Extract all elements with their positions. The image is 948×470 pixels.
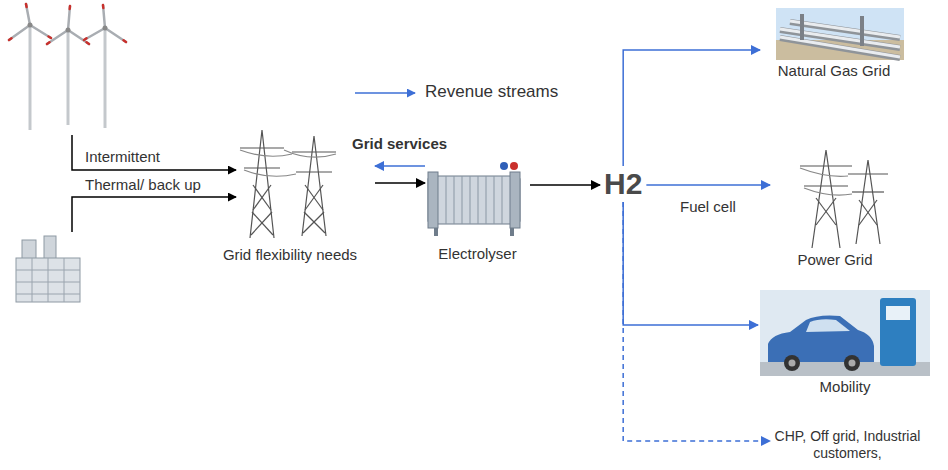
- mobility-node: Mobility: [758, 286, 932, 396]
- gas-pipeline-photo: [776, 8, 904, 60]
- customers-node: CHP, Off grid, Industrial customers,: [770, 428, 925, 462]
- thermal-plant: [16, 236, 80, 302]
- electrolyser-node: Electrolyser: [425, 150, 530, 263]
- edge-label: Fuel cell: [677, 198, 739, 216]
- pylon-icon: [240, 130, 336, 238]
- legend-arrow: [355, 92, 415, 94]
- connector: [623, 202, 758, 325]
- node-caption: Power Grid: [770, 251, 900, 269]
- connector: [623, 202, 770, 441]
- wind-turbines: [9, 4, 126, 130]
- node-caption: Electrolyser: [425, 245, 530, 263]
- electrolyser-icon: [428, 162, 520, 236]
- connector: [375, 165, 425, 167]
- connector: [623, 50, 760, 166]
- leader-line: [72, 197, 236, 232]
- node-caption: CHP, Off grid, Industrial customers,: [770, 428, 925, 462]
- source-label: Thermal/ back up: [85, 176, 201, 194]
- connector: [375, 182, 425, 184]
- node-caption: H2: [604, 166, 642, 202]
- connector: [530, 184, 600, 186]
- legend-text: Revenue streams: [425, 82, 558, 101]
- gas-grid-node: Natural Gas Grid: [760, 6, 908, 80]
- mobility-photo: [760, 290, 930, 376]
- node-caption: Grid flexibility needs: [205, 246, 375, 264]
- hub-node: H2: [600, 166, 646, 202]
- source-label: Intermittent: [85, 148, 160, 166]
- edge-label: Grid services: [349, 135, 450, 153]
- connector: [646, 184, 770, 186]
- node-caption: Natural Gas Grid: [760, 62, 908, 80]
- pylon-icon: [800, 150, 888, 248]
- power-grid-node: Power Grid: [770, 145, 900, 269]
- node-caption: Mobility: [758, 378, 932, 396]
- legend-row: Revenue streams: [425, 82, 558, 102]
- leader-line: [72, 135, 236, 170]
